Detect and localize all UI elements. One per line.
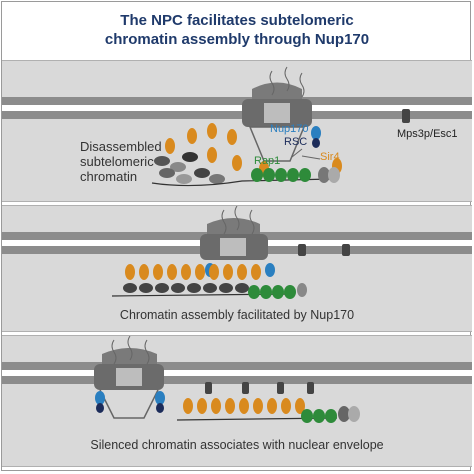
nucleosome-cluster — [154, 152, 225, 184]
inner-membrane — [2, 111, 472, 119]
sir-array — [125, 264, 261, 280]
title-line-1: The NPC facilitates subtelomeric — [120, 12, 354, 29]
label-chromatin: chromatin — [80, 169, 138, 184]
title-line-2: chromatin assembly through Nup170 — [104, 31, 370, 48]
panel-disassembled: Disassembled subtelomeric chromatin Nup1… — [2, 60, 472, 202]
nup170-protein — [311, 126, 321, 140]
mps3-protein — [402, 109, 410, 123]
nuclear-pore-complex — [200, 206, 268, 260]
label-rsc: RSC — [284, 136, 308, 148]
nucleosome-row — [123, 283, 249, 293]
outer-membrane — [2, 97, 472, 105]
label-mps3: Mps3p/Esc1 — [397, 128, 458, 140]
label-nup170: Nup170 — [270, 123, 309, 135]
dna-strand — [151, 178, 333, 187]
label-subtelomeric: subtelomeric — [80, 154, 154, 169]
panel-silenced: Silenced chromatin associates with nucle… — [2, 335, 472, 467]
panel2-illustration — [2, 206, 472, 299]
caption-assembly: Chromatin assembly facilitated by Nup170 — [119, 308, 355, 322]
label-sir4: Sir4 — [320, 151, 340, 163]
panel3-illustration — [2, 336, 472, 423]
rap1-cluster — [248, 285, 296, 299]
sir-array — [183, 398, 305, 414]
panel-assembly: Chromatin assembly facilitated by Nup170 — [2, 205, 472, 332]
caption-silenced: Silenced chromatin associates with nucle… — [90, 438, 384, 452]
nuclear-pore-complex — [94, 336, 164, 419]
panel1-illustration — [2, 66, 472, 187]
nuclear-pore-complex — [242, 66, 312, 162]
label-disassembled: Disassembled — [80, 139, 162, 154]
rap1-cluster — [251, 168, 311, 182]
label-rap1: Rap1 — [254, 155, 281, 167]
rap1-cluster — [301, 409, 337, 423]
